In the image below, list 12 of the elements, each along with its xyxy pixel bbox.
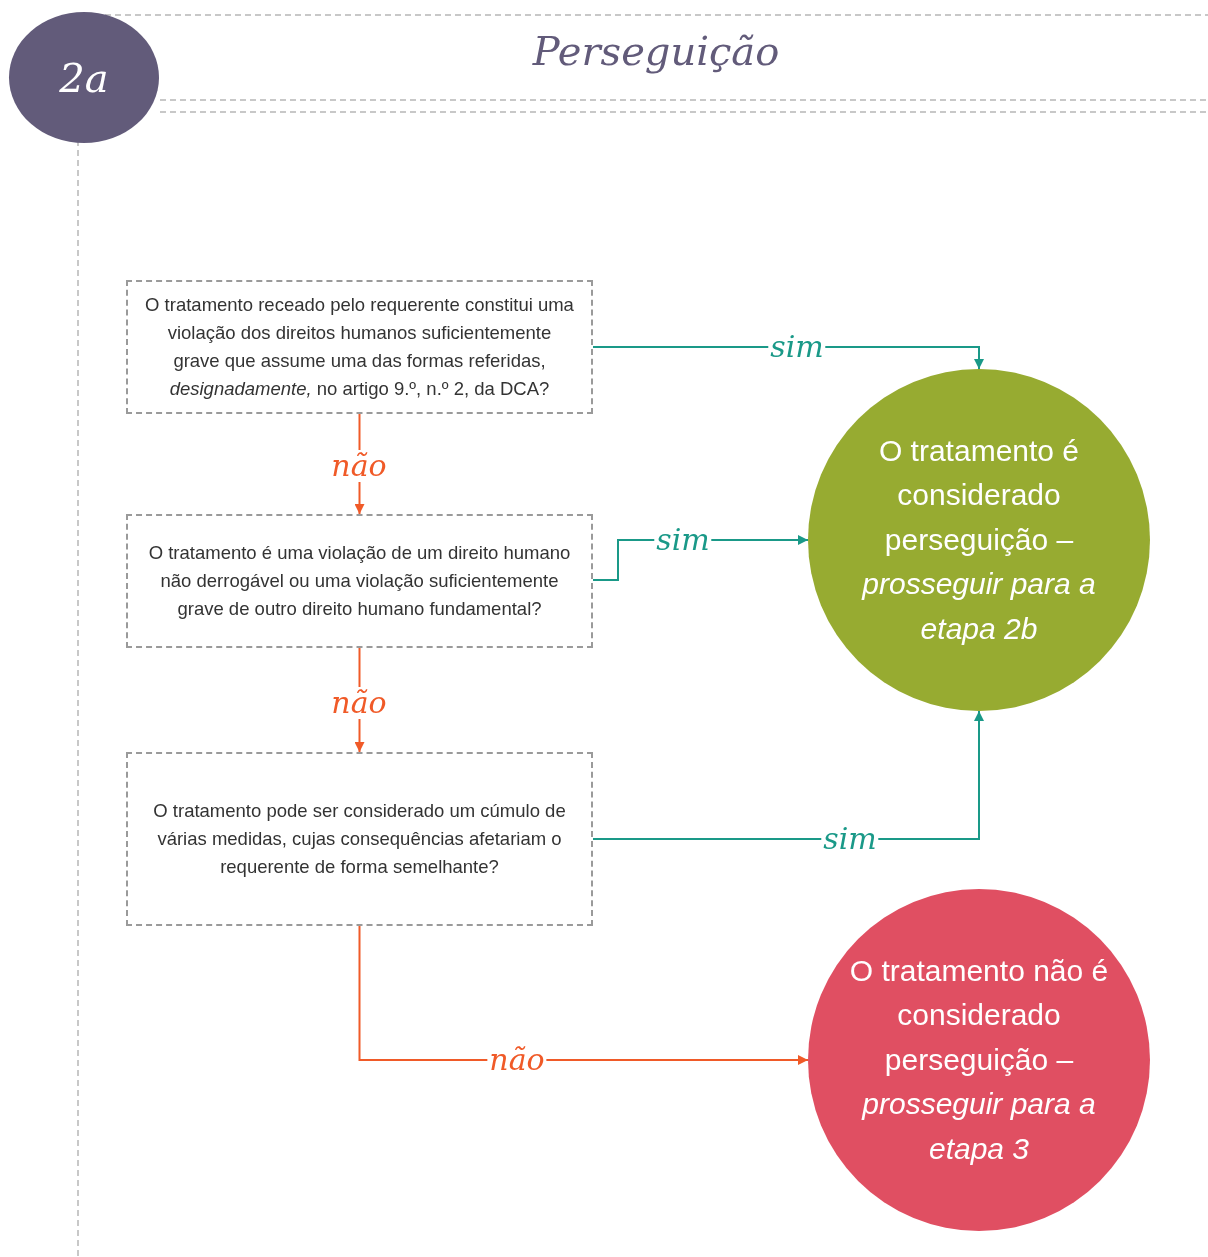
- question-box: [126, 280, 593, 414]
- node-text: O tratamento é considerado perseguição – prosseguir para a etapa 2b: [860, 432, 1097, 647]
- arrow: [358, 925, 809, 1065]
- arrow: [592, 710, 984, 840]
- node-text: O tratamento pode ser considerado um cúmulo de várias medidas, cujas consequências afetariam o requerente de forma semelhante?: [152, 799, 567, 879]
- node-text: O tratamento é uma violação de um direito humano não derrogável ou uma violação suficientemente grave de outro direito humano fundamental?: [147, 541, 572, 621]
- node-text: O tratamento receado pelo requerente constitui uma violação dos direitos humanos suficientemente grave que assume uma das formas referidas, designadamente, no artigo 9.º, n.º 2, da DCA?: [144, 293, 575, 401]
- question-box: [126, 514, 593, 648]
- question-box: [126, 752, 593, 926]
- node-text: O tratamento não é considerado perseguição – prosseguir para a etapa 3: [848, 952, 1110, 1167]
- title: Perseguição: [531, 28, 781, 74]
- step-number: 2a: [59, 54, 109, 101]
